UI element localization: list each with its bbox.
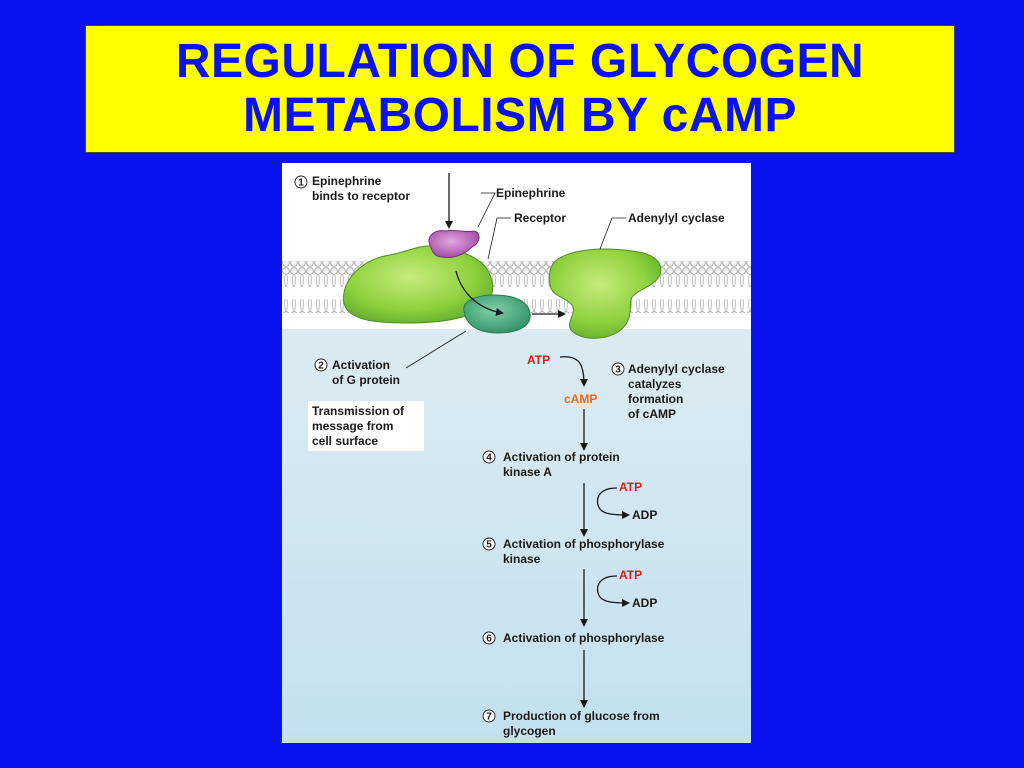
- receptor-protein: [343, 245, 494, 324]
- camp-label: cAMP: [564, 392, 597, 406]
- step-1-line-2: binds to receptor: [312, 189, 410, 203]
- step-7-number: 7: [486, 712, 492, 723]
- step-7-line-1: Production of glucose from: [503, 709, 660, 723]
- gprotein-leader: [405, 330, 467, 369]
- cyclase-leader: [599, 217, 626, 250]
- step-3-line-1: Adenylyl cyclase: [628, 362, 725, 376]
- step-5-line-1: Activation of phosphorylase: [503, 537, 665, 551]
- adenylyl-cyclase-protein: [548, 248, 662, 339]
- cytoplasm: [282, 328, 751, 743]
- step-7-marker: [482, 709, 496, 723]
- atp-adp-loop-1: [596, 487, 630, 519]
- transmission-line-2: message from: [312, 419, 393, 433]
- step-5-line-2: kinase: [503, 552, 541, 566]
- signaling-diagram: 1 Epinephrine binds to receptor Epinephr…: [282, 163, 751, 743]
- adp-label-2: ADP: [632, 508, 657, 522]
- step-6-line-1: Activation of phosphorylase: [503, 631, 665, 645]
- step-1-marker: [294, 175, 308, 189]
- step-2-line-1: Activation: [332, 358, 390, 372]
- step-4-line-1: Activation of protein: [503, 450, 620, 464]
- label-receptor: Receptor: [514, 211, 566, 225]
- label-adenylyl-cyclase: Adenylyl cyclase: [628, 211, 725, 225]
- label-epinephrine: Epinephrine: [496, 186, 566, 200]
- epinephrine-molecule: [428, 229, 480, 258]
- receptor-to-gprotein-arrow: [455, 270, 504, 316]
- step-3-line-2: catalyzes: [628, 377, 682, 391]
- step-6-marker: [482, 631, 496, 645]
- epinephrine-leader: [477, 192, 496, 228]
- step-7-line-2: glycogen: [503, 724, 556, 738]
- atp-label-1: ATP: [527, 353, 550, 367]
- step-3-number: 3: [615, 365, 621, 376]
- step-3-line-3: formation: [628, 392, 683, 406]
- title-line-1: REGULATION OF GLYCOGEN: [175, 35, 865, 88]
- step-1-number: 1: [298, 178, 304, 189]
- step-4-line-2: kinase A: [503, 465, 552, 479]
- atp-label-3: ATP: [619, 568, 642, 582]
- title-box: REGULATION OF GLYCOGEN METABOLISM BY cAM…: [85, 25, 955, 153]
- title-line-2: METABOLISM BY cAMP: [243, 89, 797, 142]
- step-2-number: 2: [318, 361, 324, 372]
- adp-label-3: ADP: [632, 596, 657, 610]
- receptor-leader: [487, 217, 511, 260]
- step-3-line-4: of cAMP: [628, 407, 676, 421]
- transmission-line-3: cell surface: [312, 434, 378, 448]
- step-2-marker: [314, 358, 328, 372]
- step-5-marker: [482, 537, 496, 551]
- atp-adp-loop-2: [596, 575, 630, 607]
- transmission-line-1: Transmission of: [312, 404, 405, 418]
- step-5-number: 5: [486, 540, 492, 551]
- step-3-marker: [611, 362, 625, 376]
- step-6-number: 6: [486, 634, 492, 645]
- step-2-line-2: of G protein: [332, 373, 400, 387]
- transmission-box: [308, 401, 424, 451]
- step-1-line-1: Epinephrine: [312, 174, 382, 188]
- atp-label-2: ATP: [619, 480, 642, 494]
- step-4-number: 4: [486, 453, 492, 464]
- atp-to-camp-arrow: [559, 356, 588, 387]
- diagram-panel: 1 Epinephrine binds to receptor Epinephr…: [282, 163, 751, 743]
- step-4-marker: [482, 450, 496, 464]
